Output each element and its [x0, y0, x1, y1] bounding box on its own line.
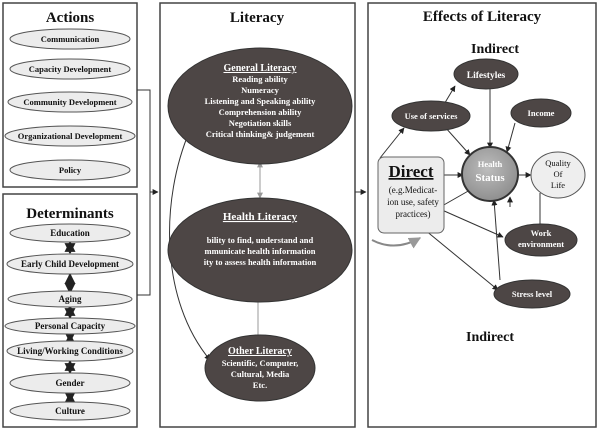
- action-pill-capacity-development: Capacity Development: [9, 58, 131, 80]
- general-literacy-line: Critical thinking& judgement: [206, 129, 315, 139]
- income-node: Income: [510, 98, 572, 128]
- effects-panel: Effects of Literacy Indirect Indirect Li…: [367, 2, 597, 428]
- determinant-pill-gender: Gender: [9, 372, 131, 394]
- general-literacy-line: Listening and Speaking ability: [205, 96, 317, 106]
- quality-of-life-line: Life: [551, 180, 565, 190]
- income-to-health-arrow: [505, 122, 516, 153]
- determinant-label: Education: [50, 228, 90, 238]
- direct-line: practices): [396, 209, 431, 219]
- literacy-panel: Literacy General Literacy Reading abilit…: [159, 2, 356, 428]
- literacy-title: Literacy: [230, 10, 285, 26]
- other-literacy-line: Cultural, Media: [231, 369, 290, 379]
- indirect-bottom-label: Indirect: [466, 330, 514, 345]
- other-literacy-title: Other Literacy: [228, 346, 292, 357]
- quality-of-life-line: Quality: [545, 158, 571, 168]
- determinant-label: Aging: [58, 294, 82, 304]
- services-to-health-arrow: [444, 126, 471, 156]
- stress-level-label: Stress level: [512, 289, 553, 299]
- direct-to-services-arrow: [379, 127, 405, 159]
- effects-title: Effects of Literacy: [423, 9, 542, 25]
- determinant-label: Gender: [56, 378, 85, 388]
- direct-feedback-arrow: [371, 237, 422, 249]
- action-pill-communication: Communication: [9, 28, 131, 50]
- work-environment-line: environment: [518, 239, 564, 249]
- direct-node: Direct (e.g.Medicat- ion use, safety pra…: [377, 156, 445, 234]
- health-literacy-title: Health Literacy: [223, 211, 298, 223]
- health-literacy-node: Health Literacy bility to find, understa…: [167, 197, 353, 303]
- stress-to-health-arrow: [491, 199, 501, 281]
- general-literacy-line: Numeracy: [241, 85, 280, 95]
- determinant-pill-living-working-conditions: Living/Working Conditions: [6, 340, 134, 362]
- action-label: Policy: [59, 165, 82, 175]
- health-status-node: Health Status: [461, 146, 519, 202]
- determinant-pill-culture: Culture: [9, 401, 131, 421]
- determinant-label: Personal Capacity: [35, 321, 106, 331]
- general-literacy-line: Negotiation skills: [229, 118, 292, 128]
- work-environment-node: Work environment: [504, 223, 578, 257]
- use-of-services-node: Use of services: [391, 100, 471, 132]
- stress-level-node: Stress level: [493, 279, 571, 309]
- health-literacy-line: ity to assess health information: [204, 257, 317, 267]
- action-label: Organizational Development: [18, 131, 123, 141]
- determinant-pill-personal-capacity: Personal Capacity: [4, 317, 136, 335]
- lifestyles-label: Lifestyles: [467, 71, 506, 81]
- determinant-pill-education: Education: [9, 223, 131, 243]
- health-literacy-line: bility to find, understand and: [207, 235, 314, 245]
- action-pill-community-development: Community Development: [7, 91, 133, 113]
- action-label: Capacity Development: [29, 64, 112, 74]
- quality-of-life-node: Quality Of Life: [530, 151, 586, 199]
- determinant-pill-aging: Aging: [7, 290, 133, 308]
- actions-panel: Actions Communication Capacity Developme…: [2, 2, 138, 188]
- action-label: Communication: [41, 34, 100, 44]
- direct-to-work-arrow: [441, 209, 504, 238]
- action-label: Community Development: [23, 97, 116, 107]
- determinant-label: Culture: [55, 406, 85, 416]
- direct-title: Direct: [389, 162, 434, 181]
- lifestyles-node: Lifestyles: [453, 58, 519, 90]
- health-status-line1: Health: [478, 159, 503, 169]
- direct-line: ion use, safety: [387, 197, 439, 207]
- general-literacy-node: General Literacy Reading ability Numerac…: [167, 47, 353, 165]
- direct-box: [377, 156, 445, 234]
- general-literacy-line: Comprehension ability: [219, 107, 302, 117]
- action-pill-organizational-development: Organizational Development: [4, 125, 136, 147]
- general-literacy-title: General Literacy: [223, 63, 296, 74]
- determinants-title: Determinants: [26, 206, 114, 222]
- left-bracket-connector: [137, 89, 159, 296]
- general-literacy-line: Reading ability: [232, 74, 288, 84]
- direct-line: (e.g.Medicat-: [389, 185, 437, 195]
- other-literacy-node: Other Literacy Scientific, Computer, Cul…: [204, 334, 316, 402]
- other-literacy-line: Scientific, Computer,: [222, 358, 298, 368]
- health-literacy-line: mmunicate health information: [205, 246, 316, 256]
- actions-title: Actions: [46, 10, 94, 26]
- direct-to-stress-arrow: [424, 229, 499, 291]
- health-status-line2: Status: [475, 172, 505, 184]
- income-label: Income: [528, 108, 555, 118]
- determinant-label: Living/Working Conditions: [17, 346, 123, 356]
- use-of-services-label: Use of services: [405, 111, 459, 121]
- indirect-top-label: Indirect: [471, 42, 519, 57]
- other-literacy-line: Etc.: [253, 380, 267, 390]
- determinant-pill-early-child-development: Early Child Development: [6, 253, 134, 275]
- determinant-label: Early Child Development: [21, 259, 119, 269]
- quality-of-life-line: Of: [554, 169, 563, 179]
- determinants-panel: Determinants Education Early Child Devel…: [2, 193, 138, 428]
- work-environment-line: Work: [531, 228, 552, 238]
- action-pill-policy: Policy: [9, 159, 131, 181]
